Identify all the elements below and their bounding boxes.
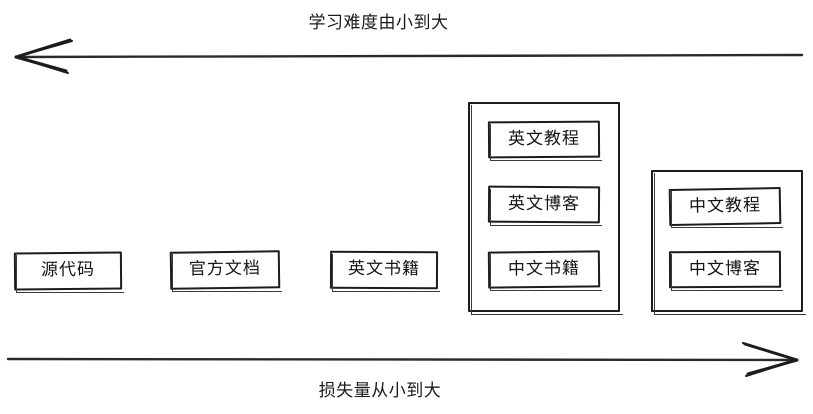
node-label: 官方文档 (188, 258, 262, 280)
node-chinese-books[interactable]: 中文书籍 (487, 250, 601, 289)
node-english-tutorial[interactable]: 英文教程 (487, 120, 601, 159)
top-axis-label: 学习难度由小到大 (308, 13, 449, 33)
node-label: 中文教程 (688, 194, 762, 217)
node-chinese-tutorial[interactable]: 中文教程 (668, 187, 782, 226)
node-chinese-blog[interactable]: 中文博客 (668, 250, 782, 289)
node-label: 中文书籍 (507, 258, 581, 279)
node-label: 英文博客 (507, 193, 581, 214)
node-official-docs[interactable]: 官方文档 (169, 250, 281, 290)
node-english-blog[interactable]: 英文博客 (487, 185, 601, 224)
node-english-books[interactable]: 英文书籍 (329, 250, 439, 290)
node-label: 英文书籍 (347, 258, 421, 280)
arrow-right-icon (6, 342, 799, 377)
node-label: 源代码 (40, 259, 96, 281)
node-source-code[interactable]: 源代码 (13, 251, 123, 291)
node-label: 中文博客 (688, 258, 762, 279)
arrow-left-icon (14, 38, 804, 74)
node-label: 英文教程 (507, 128, 581, 149)
bottom-axis-label: 损失量从小到大 (318, 381, 442, 401)
